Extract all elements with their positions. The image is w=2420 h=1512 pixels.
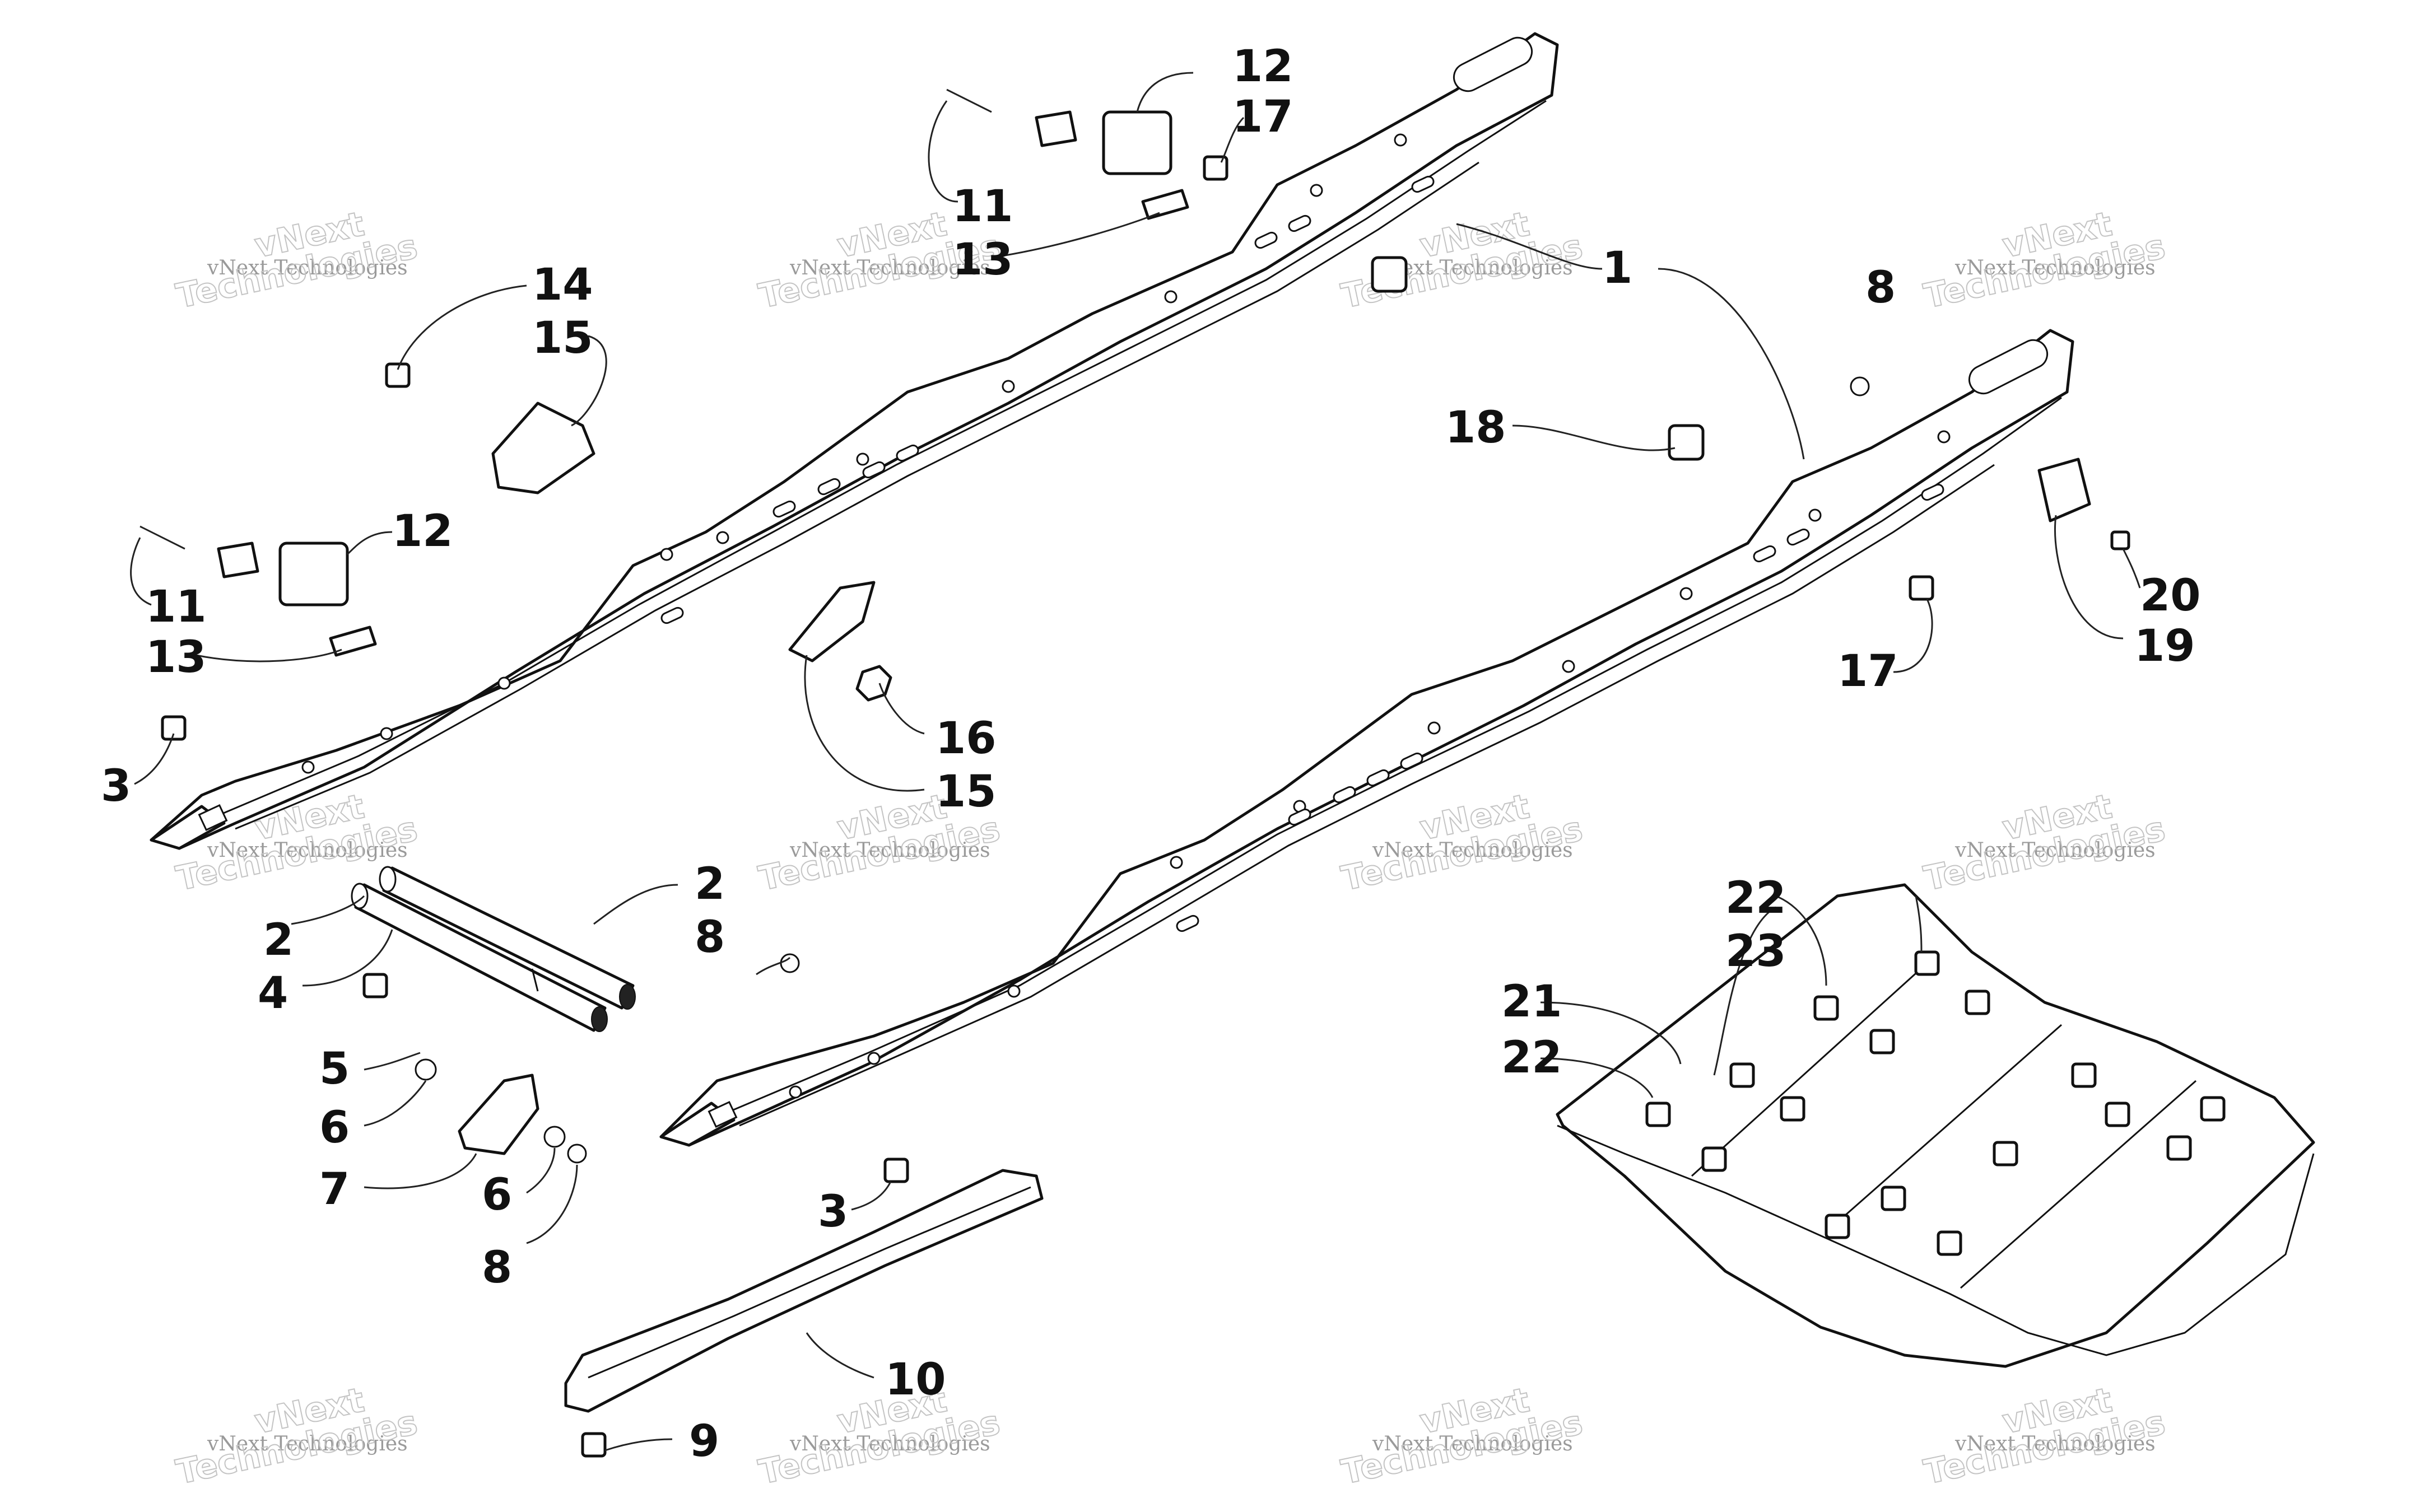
callout-label: 1 <box>1602 243 1632 293</box>
callout-label: 17 <box>1837 646 1898 697</box>
hardware <box>139 88 2130 1458</box>
lower-slide-rail <box>659 329 2074 1147</box>
watermark-text: vNext Technologies <box>1954 256 2156 279</box>
callout-label: 18 <box>1445 403 1506 453</box>
watermark: vNext Technologies vNext Technologies <box>173 1380 422 1493</box>
callout-label: 2 <box>695 859 725 909</box>
callout-labels: 1 2 2 3 3 4 5 6 6 7 8 8 8 9 10 11 11 12 … <box>101 41 2201 1467</box>
callout-label: 11 <box>146 582 207 632</box>
watermark: vNext Technologies vNext Technologies <box>1920 204 2170 317</box>
callout-label: 17 <box>1232 92 1293 142</box>
track-clips <box>1645 950 2226 1256</box>
cross-shafts <box>351 866 636 1032</box>
watermark-text: vNext Technologies <box>1372 839 1573 862</box>
callout-label: 7 <box>319 1164 350 1215</box>
watermark-text: vNext Technologies <box>789 1432 990 1455</box>
callout-label: 23 <box>1725 926 1786 977</box>
callout-label: 19 <box>2134 621 2195 671</box>
watermark: vNext Technologies vNext Technologies <box>1920 1380 2170 1493</box>
callout-label: 11 <box>952 181 1013 232</box>
watermark: vNext Technologies vNext Technologies <box>755 204 1004 317</box>
watermark: vNext Technologies vNext Technologies <box>173 204 422 317</box>
callout-label: 8 <box>695 912 725 963</box>
watermark-text: vNext Technologies <box>1954 1432 2156 1455</box>
callout-label: 8 <box>482 1243 512 1293</box>
watermark-text: vNext Technologies <box>789 839 990 862</box>
callout-label: 2 <box>263 915 294 965</box>
callout-label: 3 <box>101 761 131 811</box>
watermark-text: vNext Technologies <box>1372 1432 1573 1455</box>
callout-label: 9 <box>689 1416 719 1467</box>
wear-strip <box>564 1169 1044 1413</box>
callout-label: 8 <box>1865 263 1896 313</box>
callout-label: 15 <box>532 313 593 363</box>
callout-label: 5 <box>319 1044 350 1094</box>
watermark-text: vNext Technologies <box>207 1432 408 1455</box>
callout-label: 12 <box>1232 41 1293 92</box>
watermark: vNext Technologies vNext Technologies <box>1338 1380 1587 1493</box>
watermark: vNext Technologies vNext Technologies <box>1920 786 2170 899</box>
callout-label: 13 <box>952 235 1013 285</box>
watermark-text: vNext Technologies <box>207 839 408 862</box>
leader-lines <box>130 72 2141 1452</box>
track-assembly <box>1556 883 2315 1368</box>
watermark: vNext Technologies vNext Technologies <box>755 1380 1004 1493</box>
callout-label: 10 <box>885 1355 946 1405</box>
watermark-text: vNext Technologies <box>207 256 408 279</box>
callout-label: 15 <box>936 767 997 817</box>
callout-label: 3 <box>818 1187 848 1237</box>
callout-label: 22 <box>1725 873 1786 923</box>
callout-label: 6 <box>482 1170 512 1220</box>
callout-label: 21 <box>1501 977 1562 1027</box>
watermark-text: vNext Technologies <box>1954 839 2156 862</box>
callout-label: 13 <box>146 632 207 683</box>
callout-label: 12 <box>392 506 453 557</box>
watermark-text: vNext Technologies <box>789 256 990 279</box>
callout-label: 6 <box>319 1103 350 1153</box>
watermark: vNext Technologies vNext Technologies <box>1338 786 1587 899</box>
callout-label: 4 <box>258 968 288 1019</box>
upper-slide-rail <box>150 32 1559 850</box>
callout-label: 20 <box>2140 571 2201 621</box>
callout-label: 14 <box>532 260 593 310</box>
callout-label: 22 <box>1501 1033 1562 1083</box>
callout-label: 16 <box>936 713 997 764</box>
